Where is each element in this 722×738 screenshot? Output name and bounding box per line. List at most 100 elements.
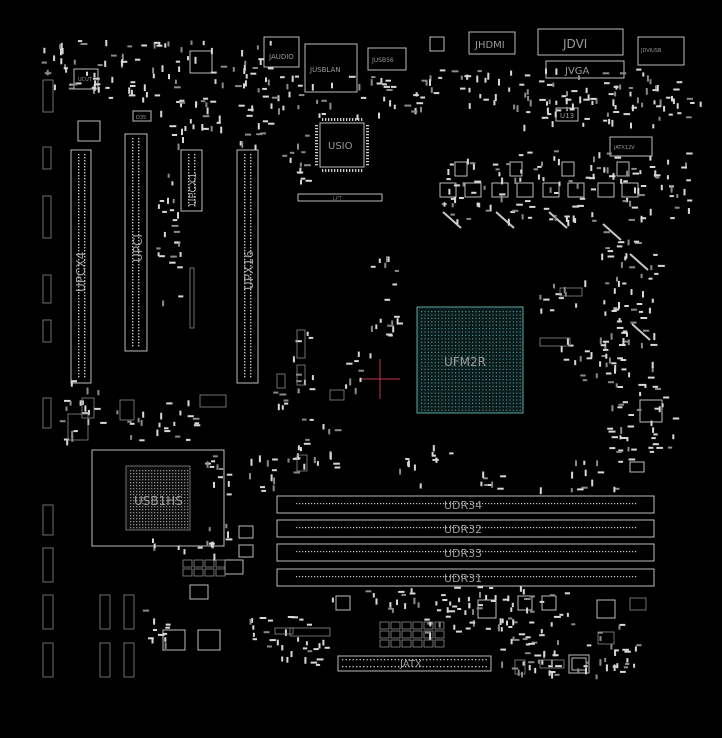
atx12v-connector-label: JATX12V	[613, 145, 635, 151]
smd-component	[482, 471, 485, 479]
dimm-pin	[623, 527, 625, 529]
smd-component	[262, 120, 269, 123]
hdmi-connector[interactable]	[468, 31, 516, 55]
cpu-pin	[448, 365, 450, 367]
cpu-pin	[506, 379, 508, 381]
smd-component	[394, 269, 399, 272]
smd-component	[553, 615, 561, 618]
usblan-connector[interactable]	[304, 43, 358, 93]
dimm-pin	[359, 576, 361, 578]
cpu-pin	[502, 311, 504, 313]
chipset-pin	[181, 515, 183, 517]
smd-component	[153, 618, 156, 625]
smd-component	[409, 592, 416, 595]
smd-component	[649, 155, 652, 161]
chipset-pin	[130, 527, 132, 529]
dimm-slot-1[interactable]	[276, 495, 655, 514]
smd-component	[293, 471, 300, 474]
smd-component	[623, 666, 629, 669]
cpu-pin	[485, 314, 487, 316]
chipset-pin	[130, 494, 132, 496]
pcie-x4-slot[interactable]	[70, 149, 92, 384]
smd-component	[585, 176, 591, 179]
header-outline	[42, 642, 54, 678]
dimm-pin	[455, 527, 457, 529]
slot-pin	[194, 172, 196, 174]
cpu-pin	[448, 362, 450, 364]
smd-component	[69, 401, 72, 406]
smd-pad-group	[390, 639, 401, 648]
superio-chip[interactable]	[319, 122, 365, 168]
slot-pin	[138, 303, 140, 305]
pcie-x16-slot[interactable]	[236, 149, 259, 384]
slot-pin	[244, 298, 246, 300]
slot-pin	[84, 217, 86, 219]
smd-component	[490, 600, 496, 602]
slot-pin	[78, 346, 80, 348]
dimm-pin	[476, 527, 478, 529]
atx-pin	[433, 666, 435, 668]
cpu-pin	[448, 328, 450, 330]
chipset-pin	[157, 521, 159, 523]
dimm-slot-3[interactable]	[276, 543, 655, 562]
dimm-pin	[635, 551, 637, 553]
slot-pin	[244, 313, 246, 315]
cpu-pin	[492, 358, 494, 360]
cpu-pin	[424, 311, 426, 313]
chipset-pin	[172, 470, 174, 472]
atx-pin	[363, 659, 365, 661]
chipset-pin	[172, 473, 174, 475]
smd-component	[302, 647, 308, 650]
cpu-pin	[519, 372, 521, 374]
cpu-pin	[495, 362, 497, 364]
smd-component	[70, 83, 78, 86]
slot-pin	[250, 163, 252, 165]
chipset-pin-grid	[130, 470, 189, 529]
dimm-slot-4[interactable]	[276, 568, 655, 587]
cpu-pin	[434, 392, 436, 394]
smd-component	[516, 203, 523, 206]
chipset-pin	[145, 488, 147, 490]
usb-front-header[interactable]	[367, 47, 407, 71]
atx-power-connector[interactable]	[337, 655, 492, 672]
chipset-pin	[187, 491, 189, 493]
smd-component	[174, 241, 181, 244]
chipset-pin	[181, 521, 183, 523]
cpu-pin	[502, 348, 504, 350]
lpt-header[interactable]	[297, 193, 383, 202]
smd-component	[130, 89, 133, 95]
cpu-pin	[465, 362, 467, 364]
rear-io-group: JAUDIO JUSBLAN JUSB56 JHDMI JDVI JVGA JD…	[263, 28, 685, 93]
d35-diode[interactable]	[132, 110, 152, 122]
atx-pin	[352, 666, 354, 668]
audio-connector[interactable]	[263, 36, 300, 68]
dimm-pin	[605, 551, 607, 553]
smd-component	[322, 639, 325, 646]
cpu-pin	[438, 379, 440, 381]
cpu-pin	[431, 334, 433, 336]
dimm-pin	[317, 503, 319, 505]
slot-pin	[132, 207, 134, 209]
dimm-pin	[467, 527, 469, 529]
slot-pin	[84, 244, 86, 246]
dimm-pin	[620, 527, 622, 529]
slot-pin	[138, 195, 140, 197]
dimm-pin	[446, 527, 448, 529]
smd-component	[179, 252, 182, 257]
smd-component	[449, 163, 454, 166]
atx12v-connector[interactable]	[609, 136, 653, 157]
dimm-pin	[521, 503, 523, 505]
pci-slot[interactable]	[124, 133, 148, 352]
dvi-usb-connector[interactable]	[637, 36, 685, 66]
dimm-pin	[455, 551, 457, 553]
chipset-pin	[178, 503, 180, 505]
smd-component	[59, 44, 62, 49]
pcie-x1-slot[interactable]	[180, 149, 203, 212]
dimm-pin	[551, 503, 553, 505]
smd-component	[194, 56, 197, 64]
chipset-pin	[163, 470, 165, 472]
chipset-pin	[133, 497, 135, 499]
dimm-slot-2[interactable]	[276, 519, 655, 538]
smd-component	[563, 358, 570, 361]
dvi-connector[interactable]	[537, 28, 624, 56]
